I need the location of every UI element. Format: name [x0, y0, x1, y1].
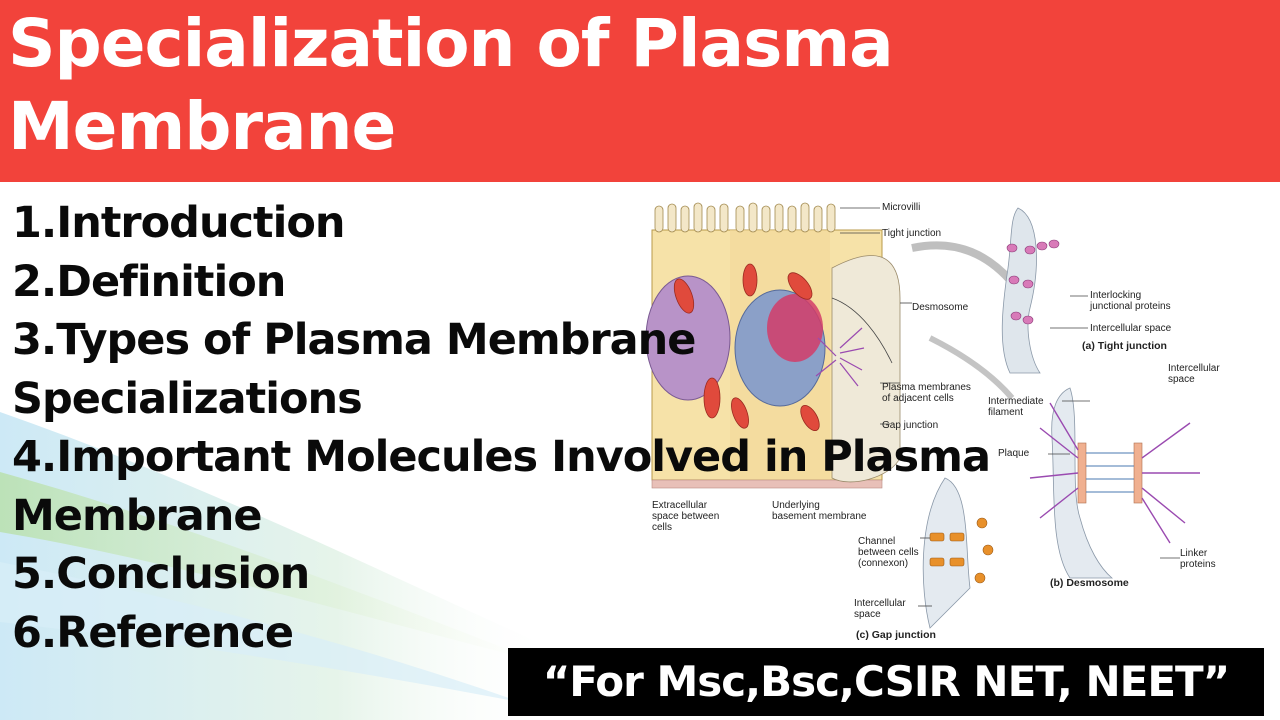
label-plaque: Plaque	[998, 448, 1030, 459]
label-intermediate-filament: Intermediate filament	[988, 396, 1046, 418]
topic-reference: 6.Reference	[12, 607, 294, 658]
gap-junction-inset	[922, 477, 994, 629]
topic-molecules-text: 4.Important Molecules Involved in Plasma	[12, 432, 991, 482]
topic-molecules-spacer: Membrane	[12, 487, 990, 546]
label-extracellular-space: Extracellular space between cells	[652, 500, 722, 533]
topic-types-spacer: Specializations	[12, 370, 990, 429]
topic-list: 1.Introduction 2.Definition 3.Types of P…	[12, 194, 991, 662]
label-interlocking-proteins: Interlocking junctional proteins	[1089, 290, 1171, 312]
label-channel-connexon: Channel between cells (connexon)	[858, 536, 921, 569]
caption-tight-junction: (a) Tight junction	[1082, 340, 1167, 352]
epithelial-cells-illustration	[645, 202, 1015, 489]
label-intercellular-space-a: Intercellular space	[1090, 323, 1172, 334]
label-microvilli: Microvilli	[882, 202, 920, 213]
tight-junction-inset	[1001, 207, 1060, 374]
label-linker-proteins: Linker proteins	[1180, 548, 1216, 570]
topic-types-text: 3.Types of Plasma Membrane	[12, 315, 696, 365]
caption-gap-junction: (c) Gap junction	[856, 629, 936, 641]
label-plasma-membranes: Plasma membranes of adjacent cells	[882, 382, 974, 404]
desmosome-inset	[1029, 387, 1200, 579]
topic-conclusion: 5.Conclusion	[12, 549, 310, 599]
label-gap-junction: Gap junction	[882, 420, 938, 431]
topic-molecules-text-continued: Membrane	[12, 490, 263, 541]
audience-banner: “For Msc,Bsc,CSIR NET, NEET”	[508, 648, 1264, 716]
background-swoosh	[0, 412, 560, 720]
cell-junction-diagram: Microvilli Tight junction Desmosome Plas…	[645, 202, 1222, 641]
topic-types: 3.Types of Plasma Membrane	[12, 311, 990, 370]
label-intercellular-space-c: Intercellular space	[854, 598, 908, 620]
label-intercellular-space-b: Intercellular space	[1168, 363, 1222, 385]
label-desmosome: Desmosome	[912, 302, 969, 313]
topic-molecules: 4.Important Molecules Involved in Plasma	[12, 428, 991, 487]
topic-definition: 2.Definition	[12, 256, 286, 307]
label-basement-membrane: Underlying basement membrane	[772, 500, 867, 522]
topic-types-text-continued: Specializations	[12, 373, 363, 424]
caption-desmosome: (b) Desmosome	[1050, 577, 1129, 589]
label-tight-junction: Tight junction	[882, 228, 941, 239]
topic-introduction: 1.Introduction	[12, 198, 345, 248]
